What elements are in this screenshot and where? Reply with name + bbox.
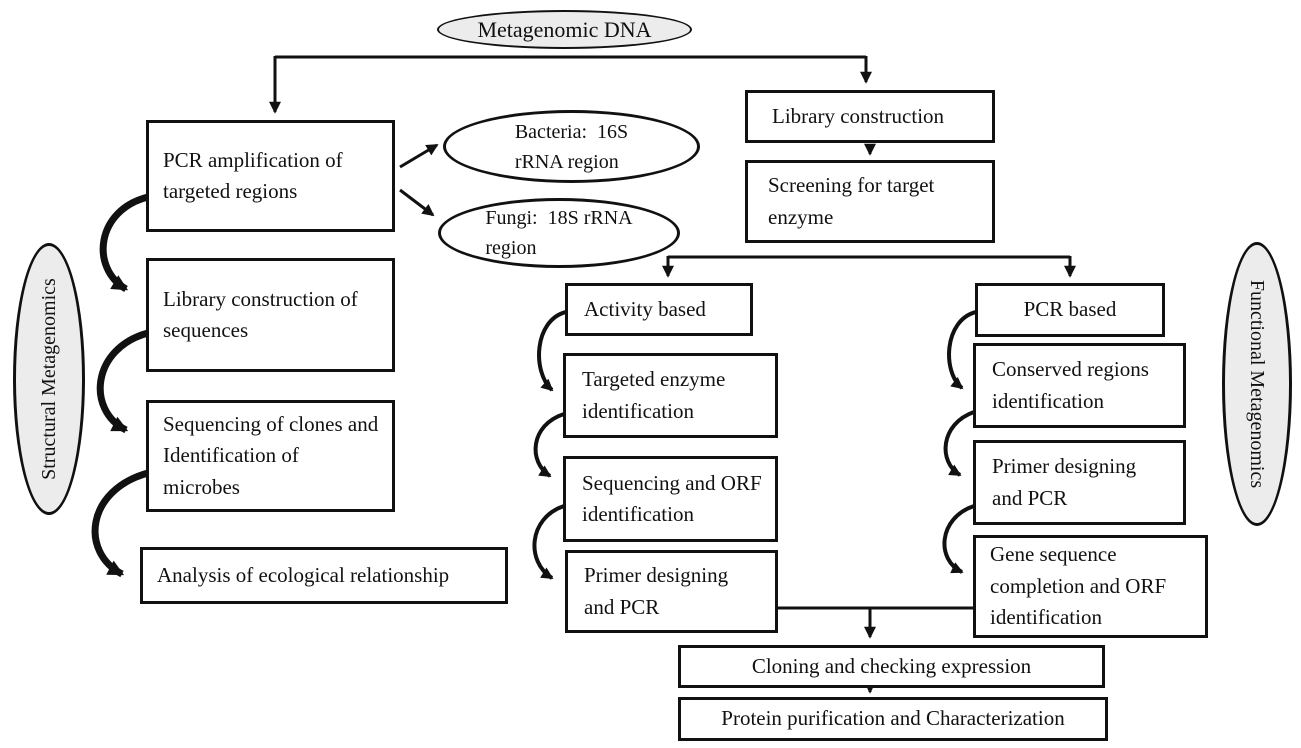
node-screening-target-enzyme: Screening for target enzyme	[745, 160, 995, 243]
node-bacteria-16s-label: Bacteria: 16S rRNA region	[514, 120, 629, 173]
node-functional-metagenomics: Functional Metagenomics	[1222, 242, 1292, 526]
curve-seqclones-to-analysis	[91, 469, 149, 578]
curve-conserved-to-primer	[943, 410, 975, 477]
curve-targeted-to-seqorf	[533, 412, 565, 478]
node-targeted-enzyme-identification: Targeted enzyme identification	[563, 353, 778, 438]
node-bacteria-16s: Bacteria: 16S rRNA region	[443, 110, 700, 183]
node-library-construction-sequences-label: Library construction of sequences	[163, 286, 358, 343]
node-pcr-based-label: PCR based	[1023, 297, 1117, 322]
node-targeted-enzyme-identification-label: Targeted enzyme identification	[582, 367, 726, 423]
node-analysis-ecological-label: Analysis of ecological relationship	[157, 562, 450, 587]
node-sequencing-orf-identification-label: Sequencing and ORF identification	[582, 470, 762, 527]
curve-pcr-to-libseq	[99, 193, 149, 293]
node-structural-metagenomics-label: Structural Metagenomics	[38, 278, 60, 480]
arrow-to-bacteria	[399, 143, 439, 169]
curve-libseq-to-seqclones	[96, 329, 150, 434]
curve-seqorf-to-primer	[532, 504, 565, 580]
node-protein-purification-label: Protein purification and Characterizatio…	[721, 706, 1065, 731]
node-metagenomic-dna-label: Metagenomic DNA	[477, 17, 652, 42]
node-structural-metagenomics: Structural Metagenomics	[13, 243, 85, 515]
node-sequencing-orf-identification: Sequencing and ORF identification	[563, 456, 778, 542]
node-screening-target-enzyme-label: Screening for target enzyme	[768, 173, 935, 229]
node-library-construction-label: Library construction	[772, 103, 945, 128]
node-fungi-18s-label: Fungi: 18S rRNA region	[485, 207, 633, 259]
node-metagenomic-dna: Metagenomic DNA	[437, 10, 692, 49]
node-primer-designing-pcr-based: Primer designing and PCR	[973, 440, 1186, 525]
node-protein-purification: Protein purification and Characterizatio…	[678, 697, 1108, 741]
node-fungi-18s: Fungi: 18S rRNA region	[438, 198, 680, 268]
node-library-construction: Library construction	[745, 90, 995, 143]
node-activity-based-label: Activity based	[584, 296, 706, 321]
node-sequencing-clones-label: Sequencing of clones and Identification …	[163, 411, 379, 499]
node-gene-sequence-completion-label: Gene sequence completion and ORF identif…	[990, 542, 1167, 630]
node-conserved-regions-identification: Conserved regions identification	[973, 343, 1186, 428]
curve-primer-to-genesequence	[942, 504, 975, 574]
node-cloning-checking-expression: Cloning and checking expression	[678, 645, 1105, 688]
curve-activity-to-targeted	[537, 310, 567, 392]
node-primer-designing-pcr-based-label: Primer designing and PCR	[992, 454, 1137, 510]
node-sequencing-clones: Sequencing of clones and Identification …	[146, 400, 395, 512]
node-activity-based: Activity based	[565, 283, 753, 336]
node-pcr-based: PCR based	[975, 283, 1165, 337]
node-pcr-amplification: PCR amplification of targeted regions	[146, 120, 395, 232]
curve-pcrbased-to-conserved	[947, 310, 977, 390]
node-functional-metagenomics-label: Functional Metagenomics	[1246, 279, 1269, 489]
node-cloning-checking-expression-label: Cloning and checking expression	[751, 653, 1032, 678]
node-primer-designing-pcr-activity-label: Primer designing and PCR	[584, 563, 729, 619]
node-library-construction-sequences: Library construction of sequences	[146, 258, 395, 372]
arrow-to-fungi	[399, 188, 435, 217]
node-conserved-regions-identification-label: Conserved regions identification	[992, 357, 1149, 413]
node-analysis-ecological: Analysis of ecological relationship	[140, 547, 508, 604]
node-pcr-amplification-label: PCR amplification of targeted regions	[163, 147, 343, 204]
node-primer-designing-pcr-activity: Primer designing and PCR	[565, 550, 778, 633]
node-gene-sequence-completion: Gene sequence completion and ORF identif…	[973, 535, 1208, 638]
